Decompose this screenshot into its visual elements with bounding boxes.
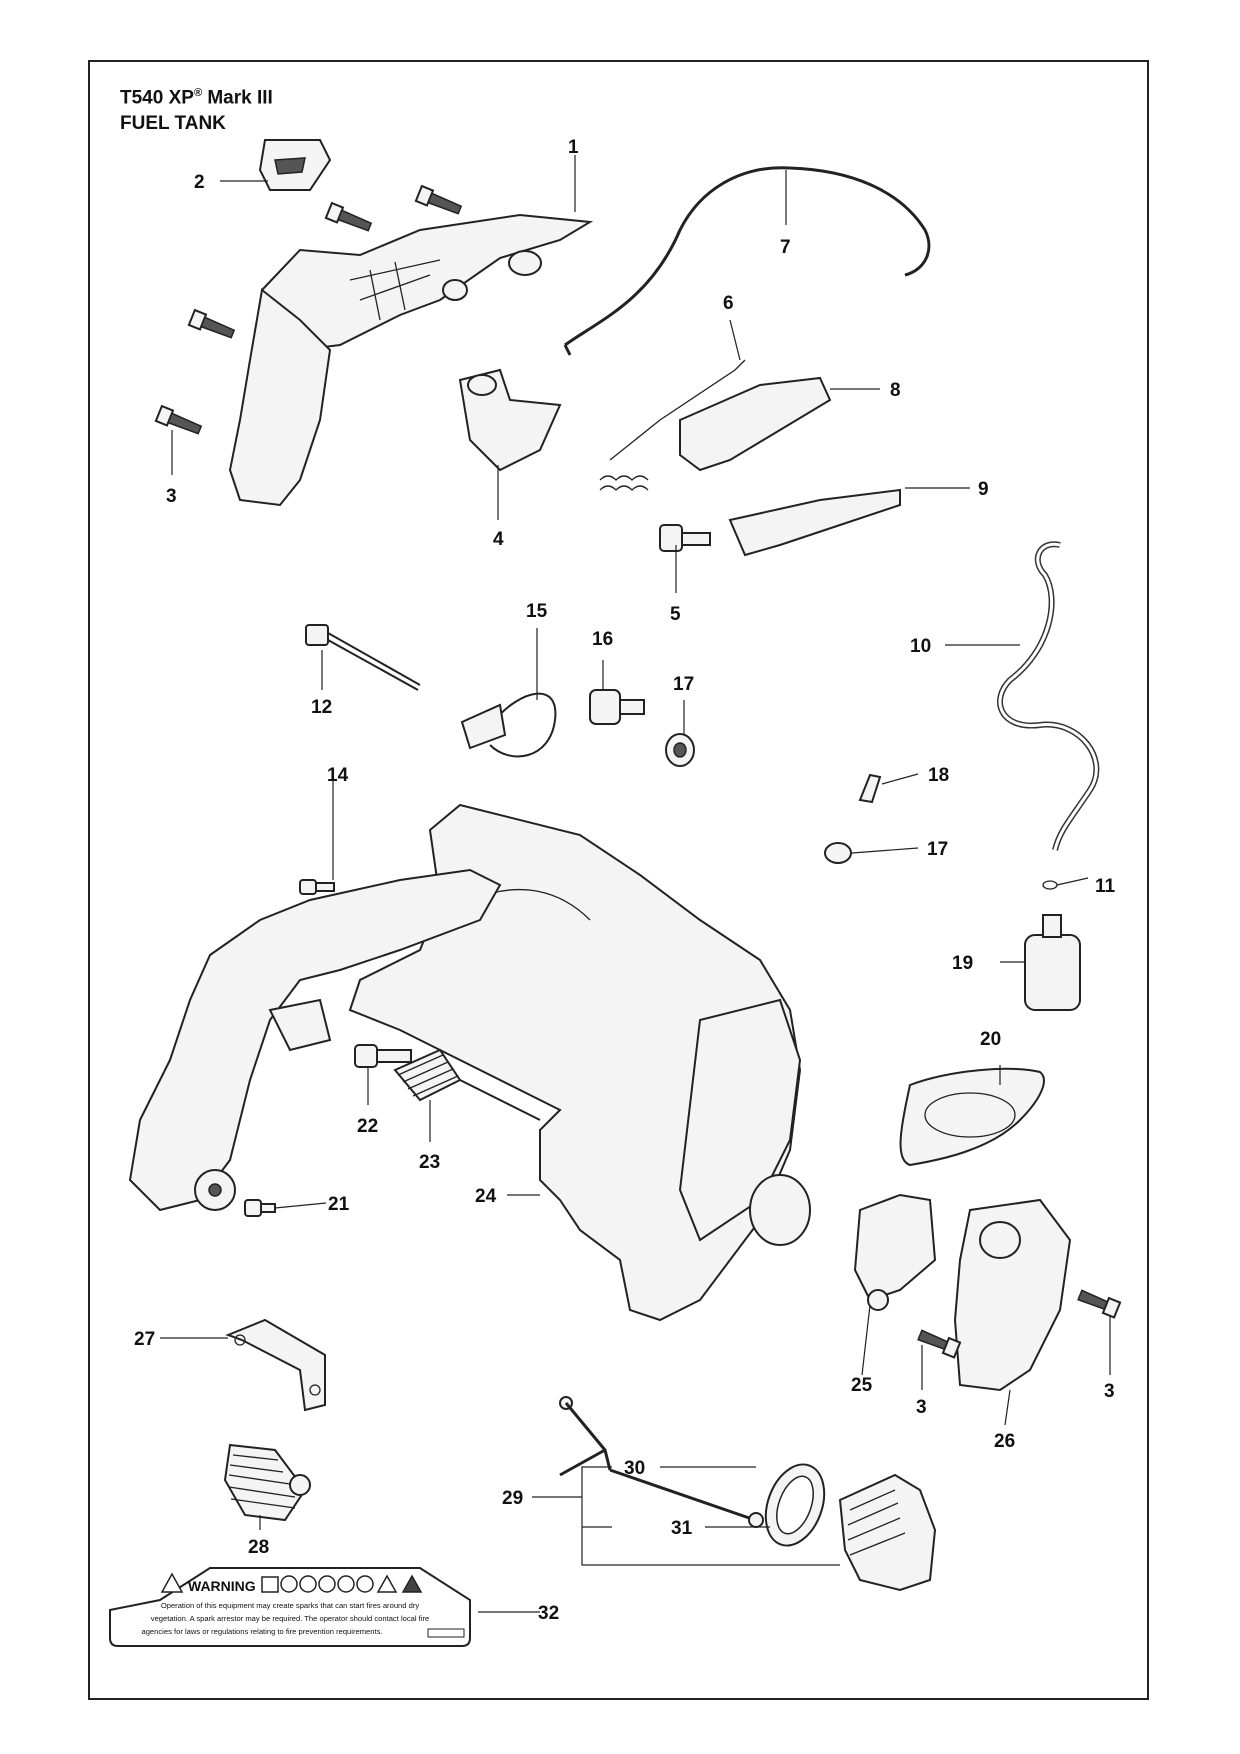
callout-12: 12 (311, 697, 332, 718)
callout-3-right: 3 (1104, 1381, 1115, 1402)
part-10-fuel-hose (997, 541, 1100, 851)
callout-16: 16 (592, 629, 613, 650)
part-4-throttle-bracket (458, 368, 562, 472)
registered-mark: ® (193, 87, 203, 99)
warning-line-1: Operation of this equipment may create s… (161, 1601, 420, 1610)
warning-line-3: agencies for laws or regulations relatin… (141, 1627, 382, 1636)
callout-7: 7 (780, 237, 791, 258)
part-8-throttle-trigger (679, 376, 832, 472)
callout-17-upper: 17 (673, 674, 694, 695)
callout-19: 19 (952, 953, 973, 974)
part-30-fuel-pickup (559, 1396, 764, 1528)
part-11-clip (1042, 880, 1058, 890)
callout-28: 28 (248, 1537, 269, 1558)
manual-icon (261, 1576, 279, 1593)
part-32-warning-decal: WARNING Operation of this equipment may … (109, 1567, 471, 1647)
model-suffix: Mark III (207, 87, 273, 109)
part-24-fuel-tank-body (348, 803, 811, 1322)
callout-26: 26 (994, 1431, 1015, 1452)
callout-15: 15 (526, 601, 548, 622)
callout-17-lower: 17 (927, 839, 948, 860)
callout-25: 25 (851, 1375, 873, 1396)
part-20-cover-plate (899, 1067, 1045, 1167)
callout-29: 29 (502, 1488, 523, 1509)
screw-set-3 (154, 184, 463, 435)
part-7-wire-harness (563, 166, 931, 356)
callout-23: 23 (419, 1152, 440, 1173)
hazard-triangle-icon (376, 1574, 398, 1593)
model-name: T540 XP (120, 87, 194, 109)
callout-20: 20 (980, 1029, 1001, 1050)
screw-set-3-lower (917, 1289, 1122, 1359)
callout-6: 6 (723, 293, 734, 314)
page-title: T540 XP® Mark III FUEL TANK (120, 80, 273, 137)
callout-2: 2 (194, 172, 205, 193)
callout-3-middle: 3 (916, 1397, 927, 1418)
part-6-spring (599, 359, 746, 491)
callout-1: 1 (568, 137, 579, 158)
callout-22: 22 (357, 1116, 378, 1137)
callout-8: 8 (890, 380, 901, 401)
eye-protection-icon (299, 1575, 317, 1593)
section-title: FUEL TANK (120, 113, 226, 135)
part-15-bracket-ring (460, 692, 557, 758)
callout-3-left: 3 (166, 486, 177, 507)
no-smoking-icon (318, 1575, 336, 1593)
callout-9: 9 (978, 479, 989, 500)
part-25-bracket (853, 1193, 937, 1311)
callout-numbers: 1 2 3 4 5 6 7 8 9 10 11 12 14 15 16 17 1… (134, 137, 1116, 1624)
hearing-protection-icon (280, 1575, 298, 1593)
callout-31: 31 (671, 1518, 693, 1539)
leader-lines (160, 155, 1111, 1613)
part-16-plug (589, 689, 645, 725)
callout-32: 32 (538, 1603, 559, 1624)
part-18-nipple (858, 773, 882, 804)
part-17-grommet-lower (824, 842, 852, 864)
part-2-throttle-lockout (258, 139, 332, 191)
callout-14: 14 (327, 765, 349, 786)
callout-10: 10 (910, 636, 931, 657)
part-31-seal (764, 1463, 826, 1547)
part-19-fuel-filter (1024, 914, 1081, 1011)
warning-line-2: vegetation. A spark arrestor may be requ… (151, 1614, 429, 1623)
decal-part-code-box (427, 1628, 465, 1638)
gloves-icon (337, 1575, 355, 1593)
callout-4: 4 (493, 529, 504, 550)
part-29-fuel-cap (838, 1473, 937, 1592)
callout-18: 18 (928, 765, 949, 786)
callout-21: 21 (328, 1194, 350, 1215)
warning-triangle-icon (160, 1572, 184, 1593)
part-1-handle-upper (228, 213, 594, 507)
part-21-screw (244, 1199, 276, 1217)
callout-24: 24 (475, 1186, 497, 1207)
part-9-throttle-rod (728, 488, 901, 557)
part-5-pin (659, 524, 711, 552)
fuel-icon (356, 1575, 374, 1593)
callout-5: 5 (670, 604, 681, 625)
safety-pictograms (261, 1574, 423, 1593)
part-23-av-spring (393, 1048, 541, 1121)
part-17-grommet-upper (665, 733, 695, 767)
part-14-screw (299, 879, 335, 895)
part-22-bolt (354, 1044, 412, 1068)
callout-30: 30 (624, 1458, 645, 1479)
part-26-cover (953, 1198, 1072, 1392)
page-frame (88, 60, 1149, 1700)
warning-heading: WARNING (188, 1578, 256, 1594)
fire-hazard-icon (401, 1574, 423, 1593)
part-handle-rear (128, 868, 502, 1212)
callout-27: 27 (134, 1329, 155, 1350)
part-12-bolt (305, 624, 421, 691)
part-28-av-spring (223, 1443, 311, 1522)
part-27-bracket (225, 1318, 326, 1412)
callout-11: 11 (1095, 876, 1116, 897)
